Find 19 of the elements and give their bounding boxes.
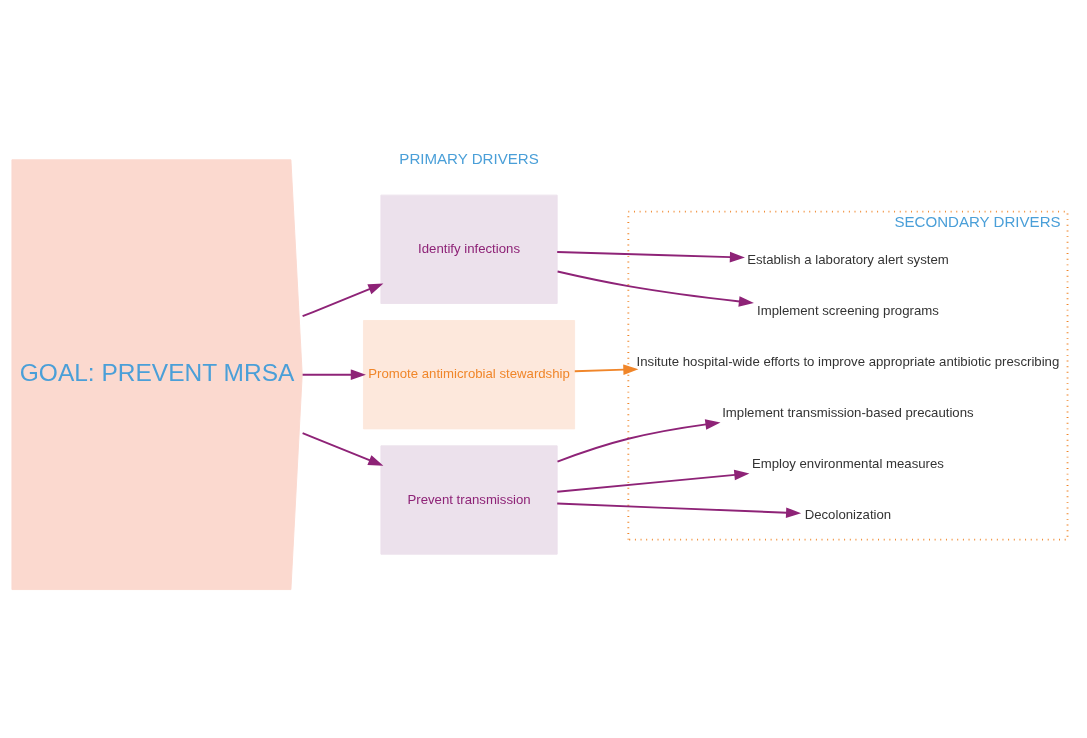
arrow <box>301 431 384 466</box>
node-text: Employ environmental measures <box>751 455 944 471</box>
node-text: Implement screening programs <box>757 302 939 318</box>
label: PRIMARY DRIVERS <box>399 149 539 167</box>
node-box: Promote antimicrobial stewardship <box>363 319 576 429</box>
arrow <box>301 283 384 317</box>
node-box: Identify infections <box>380 194 558 304</box>
arrow <box>556 469 750 493</box>
arrow <box>556 270 754 307</box>
arrow <box>573 363 639 375</box>
node-text: Establish a laboratory alert system <box>747 251 949 267</box>
node-text: Insitute hospital-wide efforts to improve appropriate antibiotic prescribing <box>636 353 1060 369</box>
arrow <box>556 418 721 463</box>
arrow <box>301 368 366 380</box>
node-text: Decolonization <box>804 506 892 522</box>
arrow <box>556 250 745 262</box>
arrow <box>556 502 802 518</box>
node-text: Implement transmission-based precautions <box>722 404 974 420</box>
node-box: Prevent transmission <box>380 444 558 555</box>
